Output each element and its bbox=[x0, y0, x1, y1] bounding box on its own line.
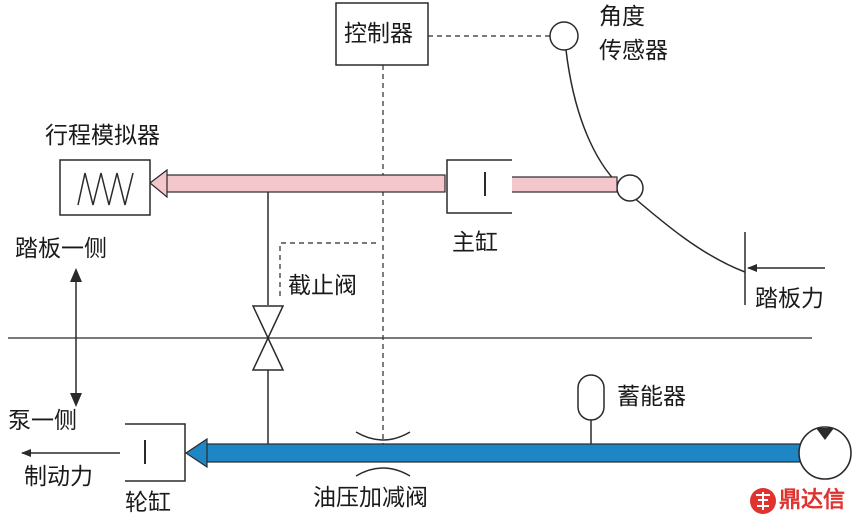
pressure-valve-upper bbox=[355, 431, 411, 441]
watermark-text: 鼎达信 bbox=[779, 488, 846, 513]
stroke-simulator-spring bbox=[77, 172, 134, 206]
pedal-side-line-arrowhead bbox=[149, 168, 168, 199]
pump-direction-icon bbox=[816, 428, 834, 440]
side-arrow-down-head bbox=[70, 393, 82, 407]
pedal-to-master-line bbox=[501, 176, 618, 193]
cutoff-valve-label: 截止阀 bbox=[288, 273, 357, 299]
accumulator-label: 蓄能器 bbox=[617, 384, 686, 410]
controller-label: 控制器 bbox=[344, 21, 413, 47]
wheel-cylinder-label: 轮缸 bbox=[125, 490, 171, 516]
stroke-simulator-label: 行程模拟器 bbox=[45, 123, 160, 149]
dingdaxin-logo-icon bbox=[750, 488, 776, 514]
pedal-force-label: 踏板力 bbox=[755, 286, 824, 312]
pedal-side-line bbox=[164, 174, 446, 193]
pump-side-line bbox=[204, 443, 801, 463]
cutoff-valve-upper bbox=[251, 305, 285, 340]
side-arrow-up-head bbox=[70, 268, 82, 282]
master-cylinder-label: 主缸 bbox=[452, 230, 498, 256]
pump-side-line-arrowhead bbox=[184, 437, 208, 469]
master-cylinder bbox=[446, 159, 512, 214]
cutoff-valve-lower bbox=[251, 336, 285, 371]
pressure-valve-label: 油压加减阀 bbox=[313, 485, 428, 511]
cutoff-valve-signal-line bbox=[279, 242, 376, 300]
pedal-side-label: 踏板一侧 bbox=[15, 236, 107, 262]
controller-box bbox=[335, 2, 429, 66]
angle-sensor bbox=[549, 21, 579, 51]
accumulator bbox=[577, 374, 605, 421]
pressure-valve-lower bbox=[355, 467, 411, 477]
pump bbox=[798, 426, 852, 480]
angle-sensor-label-line2: 传感器 bbox=[599, 38, 668, 64]
pedal-pivot bbox=[616, 174, 644, 202]
pedal-arm bbox=[565, 49, 746, 273]
wheel-cylinder bbox=[125, 423, 186, 482]
pump-side-label: 泵一侧 bbox=[8, 408, 77, 434]
angle-sensor-label-line1: 角度 bbox=[599, 4, 645, 30]
braking-force-label: 制动力 bbox=[24, 464, 93, 490]
